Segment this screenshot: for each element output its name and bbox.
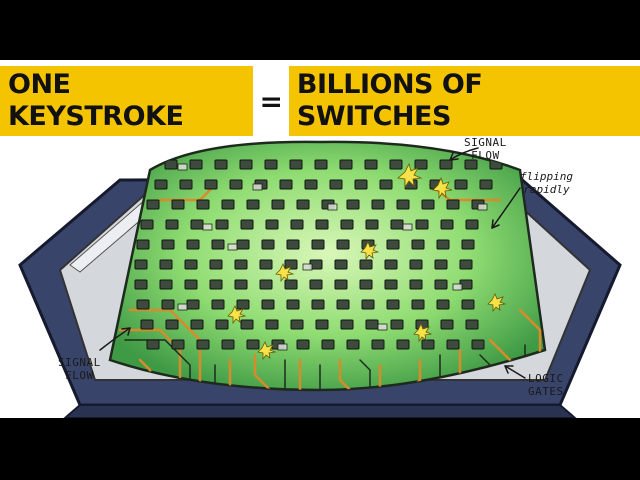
label-signal-flow-left-line2: FLOW: [65, 369, 94, 382]
headline: ONE KEYSTROKE = BILLIONS OF SWITCHES: [0, 66, 640, 136]
label-flipping-line1: flipping: [520, 170, 573, 183]
headline-part1: ONE KEYSTROKE: [0, 66, 254, 136]
headline-part2: BILLIONS OF SWITCHES: [288, 66, 640, 136]
circuit-die: [108, 140, 547, 392]
spark-icon: [227, 162, 507, 361]
label-flipping-rapidly: flipping rapidly: [520, 170, 573, 196]
label-logic-gates-line1: LOGIC: [528, 372, 564, 385]
illustration-frame: ONE KEYSTROKE = BILLIONS OF SWITCHES: [0, 60, 640, 418]
label-signal-flow-top: SIGNAL FLOW: [464, 136, 507, 162]
label-signal-flow-top-line2: FLOW: [471, 149, 500, 162]
logic-gate-grid: [134, 159, 503, 350]
label-signal-flow-top-line1: SIGNAL: [464, 136, 507, 149]
label-signal-flow-left-line1: SIGNAL: [58, 356, 101, 369]
arrow-icon: [99, 147, 526, 379]
headline-equals: =: [259, 84, 283, 118]
chip-illustration: [18, 140, 622, 418]
label-logic-gates-line2: GATES: [528, 385, 564, 398]
label-flipping-line2: rapidly: [523, 183, 570, 196]
chip-package-edge: [63, 404, 577, 418]
label-logic-gates: LOGIC GATES: [528, 372, 564, 398]
label-signal-flow-left: SIGNAL FLOW: [58, 356, 101, 382]
